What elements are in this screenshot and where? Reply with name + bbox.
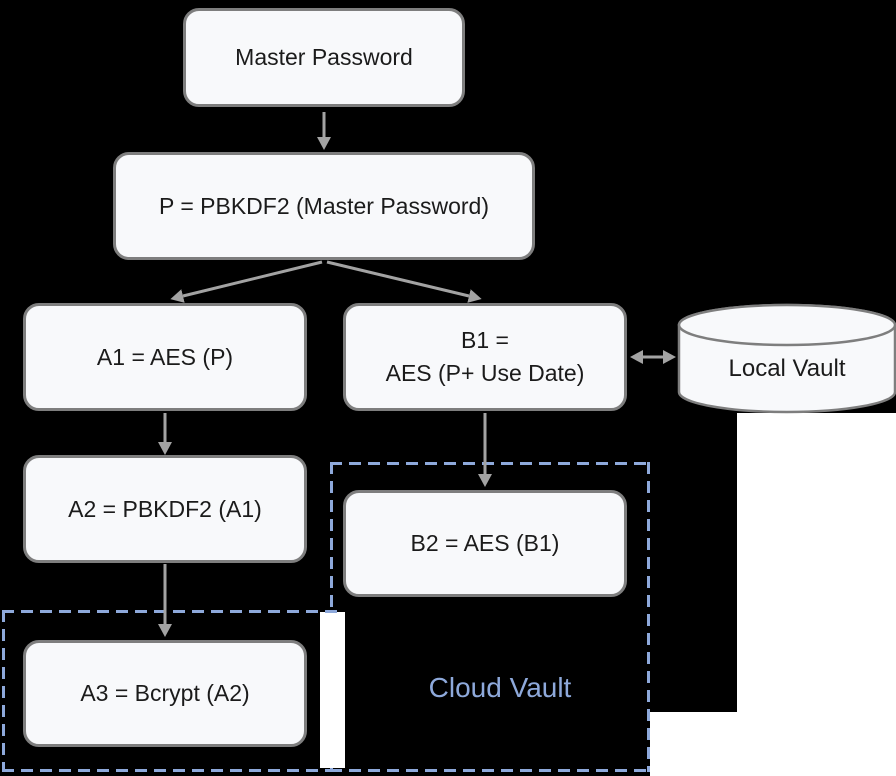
node-b1-label-line1: B1 = <box>461 327 509 353</box>
node-a1: A1 = AES (P) <box>23 303 307 411</box>
background-artifact-bottom-right <box>650 712 896 776</box>
node-a3-label: A3 = Bcrypt (A2) <box>80 680 250 706</box>
node-b1-label-line2: AES (P+ Use Date) <box>385 360 585 386</box>
node-b1: B1 = AES (P+ Use Date) <box>343 303 627 411</box>
node-a2: A2 = PBKDF2 (A1) <box>23 455 307 563</box>
local-vault-label: Local Vault <box>728 355 846 382</box>
node-pbkdf2-label: P = PBKDF2 (Master Password) <box>159 192 489 219</box>
node-pbkdf2: P = PBKDF2 (Master Password) <box>113 152 535 260</box>
node-master-password-label: Master Password <box>235 44 413 70</box>
arrow-p-to-b1 <box>326 260 482 303</box>
node-master-password: Master Password <box>183 8 465 107</box>
node-a3: A3 = Bcrypt (A2) <box>23 640 307 747</box>
node-a1-label: A1 = AES (P) <box>96 343 234 370</box>
node-b2-label: B2 = AES (B1) <box>410 530 560 556</box>
arrow-p-to-a1 <box>170 260 323 303</box>
cloud-vault-label: Cloud Vault <box>428 672 572 703</box>
node-b2: B2 = AES (B1) <box>343 490 627 597</box>
node-a2-label: A2 = PBKDF2 (A1) <box>68 495 262 522</box>
